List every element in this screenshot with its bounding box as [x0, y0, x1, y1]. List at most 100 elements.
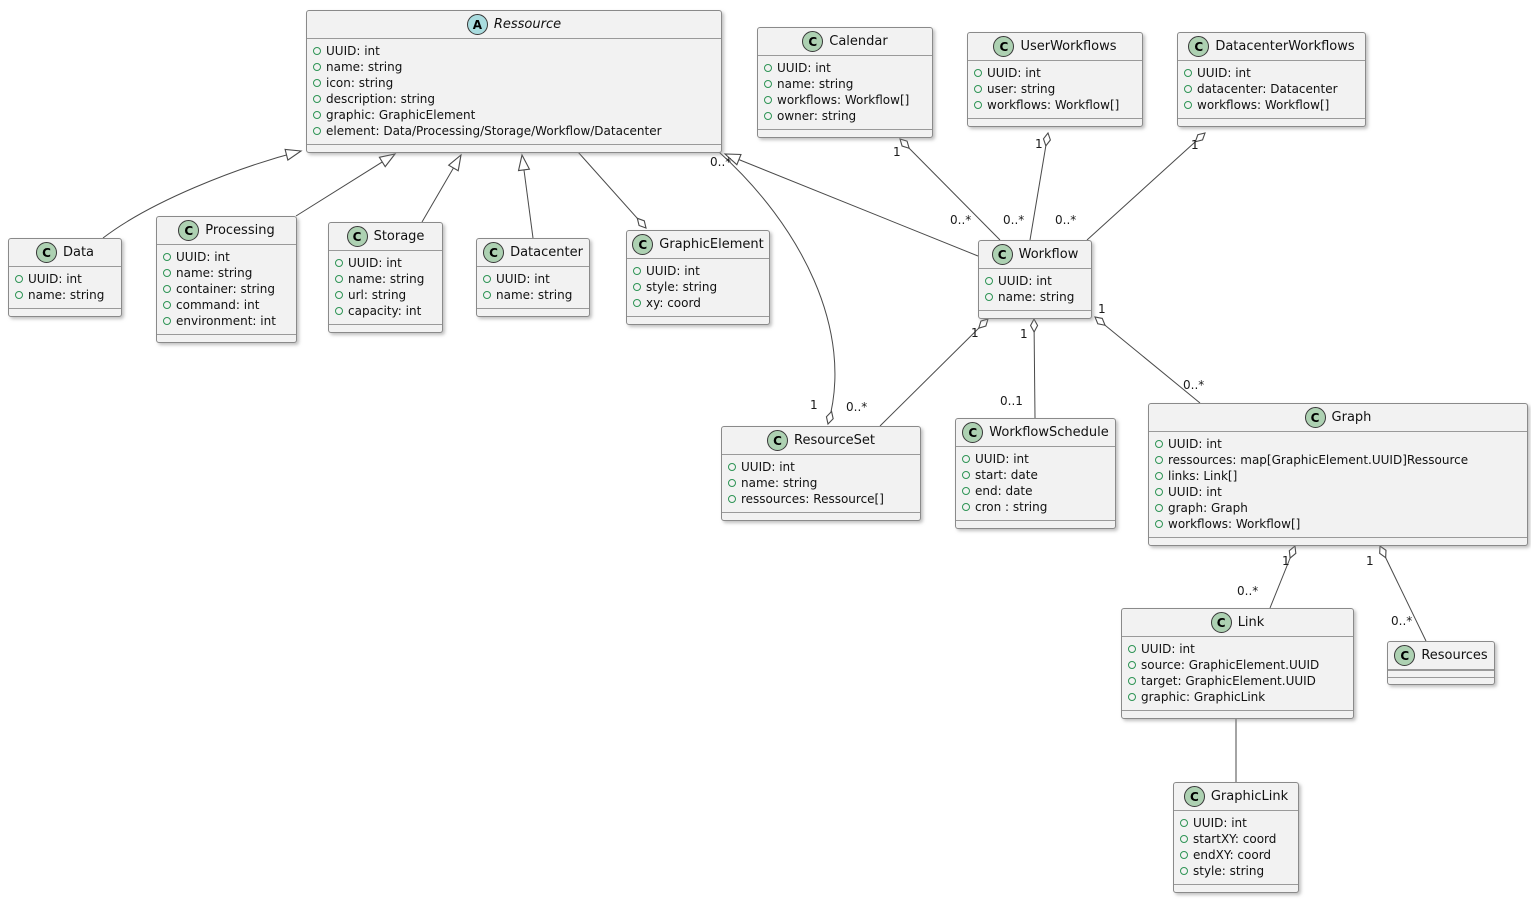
field-visibility-icon	[1184, 101, 1192, 109]
attribute-text: UUID: int	[987, 66, 1041, 80]
attribute-text: name: string	[496, 288, 573, 302]
attribute-text: owner: string	[777, 109, 857, 123]
class-badge-icon: C	[483, 242, 505, 263]
attribute-row: UUID: int	[335, 255, 434, 271]
attribute-row: workflows: Workflow[]	[1184, 97, 1357, 113]
edge-workflow-aggregates-graph	[1094, 316, 1201, 404]
attribute-text: name: string	[741, 476, 818, 490]
field-visibility-icon	[764, 80, 772, 88]
field-visibility-icon	[313, 47, 321, 55]
class-header: C WorkflowSchedule	[956, 419, 1115, 447]
attribute-text: name: string	[176, 266, 253, 280]
edge-calendar-aggregates-workflow	[899, 138, 1001, 241]
class-header: C Data	[9, 239, 121, 267]
class-name: Graph	[1331, 410, 1372, 425]
field-visibility-icon	[335, 307, 343, 315]
class-badge-icon: C	[35, 242, 57, 263]
class-name: Workflow	[1018, 247, 1079, 262]
attribute-row: UUID: int	[483, 271, 581, 287]
multiplicity-label: 1	[893, 145, 901, 159]
field-visibility-icon	[313, 79, 321, 87]
attribute-row: workflows: Workflow[]	[764, 92, 924, 108]
class-badge-icon: C	[1183, 786, 1205, 807]
class-header: C Storage	[329, 223, 442, 251]
field-visibility-icon	[974, 69, 982, 77]
multiplicity-label: 0..1	[1000, 394, 1023, 408]
attribute-text: cron : string	[975, 500, 1048, 514]
field-visibility-icon	[335, 275, 343, 283]
class-name: Link	[1237, 615, 1265, 630]
methods-compartment-empty	[1388, 677, 1494, 684]
attribute-text: source: GraphicElement.UUID	[1141, 658, 1320, 672]
fields-compartment-empty	[1388, 670, 1494, 677]
attribute-row: links: Link[]	[1155, 468, 1519, 484]
class-header: C Datacenter	[477, 239, 589, 267]
multiplicity-label: 0..*	[846, 400, 868, 414]
class-name: ResourceSet	[794, 433, 875, 448]
class-badge-icon: C	[802, 31, 824, 52]
attribute-row: xy: coord	[633, 295, 761, 311]
field-visibility-icon	[728, 463, 736, 471]
field-visibility-icon	[163, 301, 171, 309]
class-name: WorkflowSchedule	[989, 425, 1109, 440]
attribute-text: UUID: int	[998, 274, 1052, 288]
edge-graphicelement-aggregates-ressource	[577, 151, 647, 229]
attribute-text: UUID: int	[1197, 66, 1251, 80]
field-visibility-icon	[15, 291, 23, 299]
attribute-row: UUID: int	[313, 43, 713, 59]
attribute-row: capacity: int	[335, 303, 434, 319]
attribute-text: UUID: int	[646, 264, 700, 278]
multiplicity-label: 1	[1098, 302, 1106, 316]
attribute-row: start: date	[962, 467, 1107, 483]
field-visibility-icon	[1155, 456, 1163, 464]
field-visibility-icon	[1184, 85, 1192, 93]
attribute-row: container: string	[163, 281, 288, 297]
field-visibility-icon	[985, 277, 993, 285]
attribute-row: name: string	[335, 271, 434, 287]
methods-compartment-empty	[968, 118, 1142, 126]
edge-graph-aggregates-resources	[1379, 544, 1427, 642]
attribute-row: element: Data/Processing/Storage/Workflo…	[313, 123, 713, 139]
methods-compartment-empty	[157, 334, 296, 342]
field-visibility-icon	[313, 111, 321, 119]
field-visibility-icon	[633, 299, 641, 307]
attribute-text: name: string	[326, 60, 403, 74]
class-name: Processing	[205, 223, 275, 238]
methods-compartment-empty	[758, 129, 932, 137]
attribute-text: environment: int	[176, 314, 276, 328]
field-visibility-icon	[163, 253, 171, 261]
class-name: Storage	[373, 229, 425, 244]
attribute-text: graph: Graph	[1168, 501, 1248, 515]
attribute-text: UUID: int	[28, 272, 82, 286]
class-header: A Ressource	[307, 11, 721, 39]
class-badge-icon: C	[1188, 36, 1210, 57]
edge-userworkflows-aggregates-workflow	[1029, 131, 1051, 241]
class-badge-icon: C	[346, 226, 368, 247]
methods-compartment-empty	[9, 308, 121, 316]
attribute-text: UUID: int	[741, 460, 795, 474]
edge-data-extends-ressource	[102, 151, 301, 239]
attribute-row: end: date	[962, 483, 1107, 499]
field-visibility-icon	[633, 267, 641, 275]
edge-datacenterworkflows-aggregates-workflow	[1086, 132, 1206, 241]
class-header: C Resources	[1388, 642, 1494, 670]
attribute-row: url: string	[335, 287, 434, 303]
class-name: GraphicLink	[1210, 789, 1289, 804]
attribute-text: name: string	[28, 288, 105, 302]
multiplicity-label: 1	[971, 326, 979, 340]
attribute-text: datacenter: Datacenter	[1197, 82, 1338, 96]
